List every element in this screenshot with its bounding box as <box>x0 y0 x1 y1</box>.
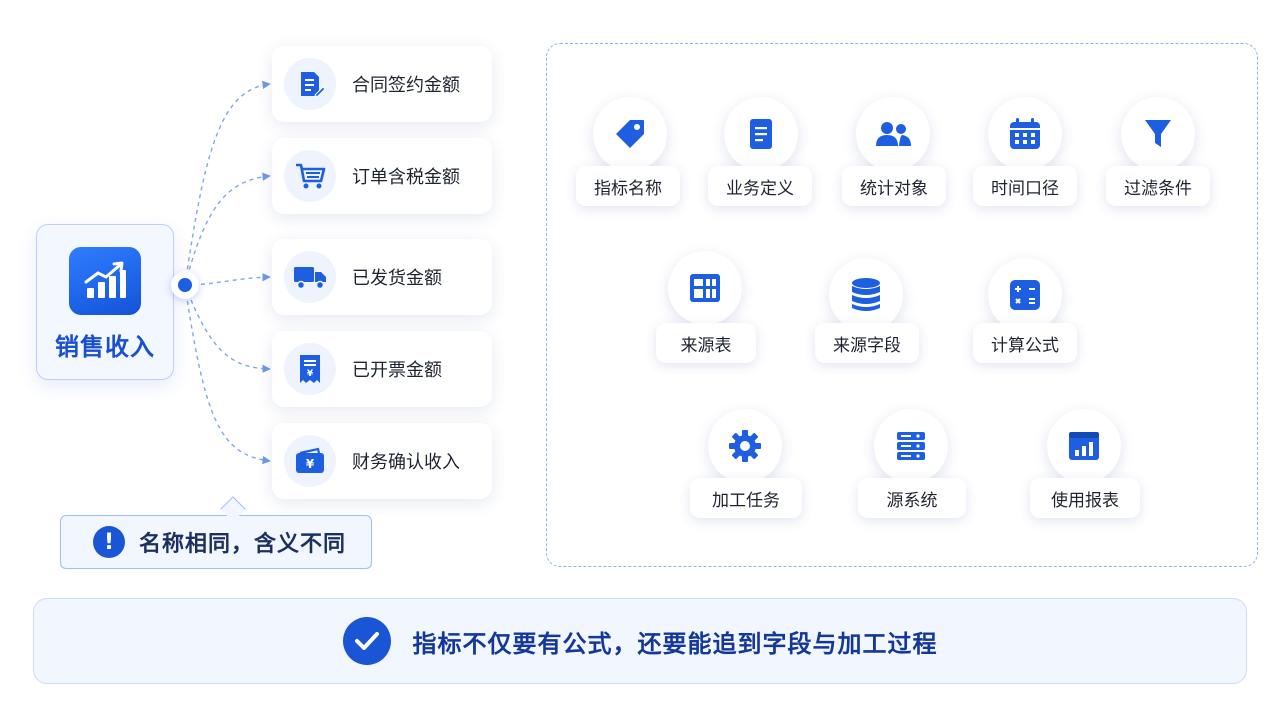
database-icon <box>829 258 903 332</box>
conclusion-text: 指标不仅要有公式，还要能追到字段与加工过程 <box>412 629 938 658</box>
warning-callout: ! 名称相同，含义不同 <box>60 515 372 569</box>
step-source-table[interactable]: 来源表 <box>656 323 756 363</box>
bar-chart-trend-icon <box>69 247 141 315</box>
warning-text: 名称相同，含义不同 <box>139 532 347 557</box>
filter-funnel-icon <box>1121 97 1195 171</box>
variant-label: 合同签约金额 <box>352 75 460 96</box>
calendar-icon <box>988 97 1062 171</box>
invoice-receipt-icon: ¥ <box>284 343 336 395</box>
variant-card-recognized[interactable]: ¥ 财务确认收入 <box>272 423 492 499</box>
step-business-definition[interactable]: 业务定义 <box>708 166 812 206</box>
hub-node <box>171 271 199 299</box>
step-processing-task[interactable]: 加工任务 <box>690 478 802 518</box>
step-source-field[interactable]: 来源字段 <box>815 323 919 363</box>
delivery-truck-icon <box>284 251 336 303</box>
exclamation-icon: ! <box>93 526 125 558</box>
step-consuming-report[interactable]: 使用报表 <box>1030 478 1140 518</box>
variant-card-contract[interactable]: 合同签约金额 <box>272 46 492 122</box>
variant-card-invoiced[interactable]: ¥ 已开票金额 <box>272 331 492 407</box>
hub-connectors <box>184 80 271 465</box>
variant-card-shipped[interactable]: 已发货金额 <box>272 239 492 315</box>
step-calculation-formula[interactable]: 计算公式 <box>973 323 1077 363</box>
connector-variant-2 <box>184 172 271 286</box>
main-metric-card[interactable]: 销售收入 <box>36 224 174 380</box>
step-metric-name[interactable]: 指标名称 <box>576 166 680 206</box>
svg-text:¥: ¥ <box>306 457 315 471</box>
step-time-scope[interactable]: 时间口径 <box>973 166 1077 206</box>
variant-label: 已发货金额 <box>352 268 442 289</box>
table-grid-icon <box>668 251 742 325</box>
step-statistical-object[interactable]: 统计对象 <box>842 166 946 206</box>
contract-document-icon <box>284 58 336 110</box>
tag-icon <box>593 97 667 171</box>
svg-text:¥: ¥ <box>307 369 314 379</box>
gear-icon <box>708 409 782 483</box>
shopping-cart-icon <box>284 150 336 202</box>
main-metric-title: 销售收入 <box>55 333 155 361</box>
variant-label: 已开票金额 <box>352 360 442 381</box>
report-chart-icon <box>1047 409 1121 483</box>
connector-variant-4 <box>184 284 271 374</box>
calculator-icon <box>988 258 1062 332</box>
step-filter-conditions[interactable]: 过滤条件 <box>1106 166 1210 206</box>
users-icon <box>856 97 930 171</box>
conclusion-banner: 指标不仅要有公式，还要能追到字段与加工过程 <box>33 598 1247 684</box>
document-icon <box>724 97 798 171</box>
variant-label: 订单含税金额 <box>352 167 460 188</box>
variant-card-order[interactable]: 订单含税金额 <box>272 138 492 214</box>
step-source-system[interactable]: 源系统 <box>858 478 966 518</box>
check-circle-icon <box>342 617 391 665</box>
variant-label: 财务确认收入 <box>352 452 460 473</box>
connector-variant-5 <box>184 284 271 465</box>
wallet-yuan-icon: ¥ <box>284 435 336 487</box>
connector-variant-1 <box>184 80 271 286</box>
server-icon <box>874 409 948 483</box>
